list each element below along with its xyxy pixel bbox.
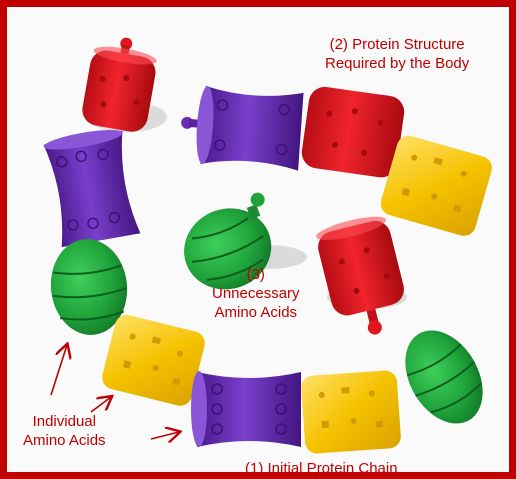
protein-structure-label: (2) Protein Structure Required by the Bo… xyxy=(325,35,469,73)
red-bead xyxy=(313,212,413,343)
red-bead xyxy=(300,85,406,180)
initial-protein-chain-label: (1) Initial Protein Chain xyxy=(245,459,398,478)
green-bead xyxy=(390,317,499,438)
purple-bead xyxy=(178,84,303,170)
purple-bead xyxy=(43,126,141,247)
unnecessary-amino-acids-label: (3) Unnecessary Amino Acids xyxy=(212,265,300,322)
amino-acid-beads-illustration xyxy=(7,7,509,472)
purple-bead xyxy=(191,371,301,447)
yellow-bead xyxy=(100,312,208,408)
individual-amino-acids-label: Individual Amino Acids xyxy=(23,412,106,450)
yellow-bead xyxy=(300,370,401,455)
